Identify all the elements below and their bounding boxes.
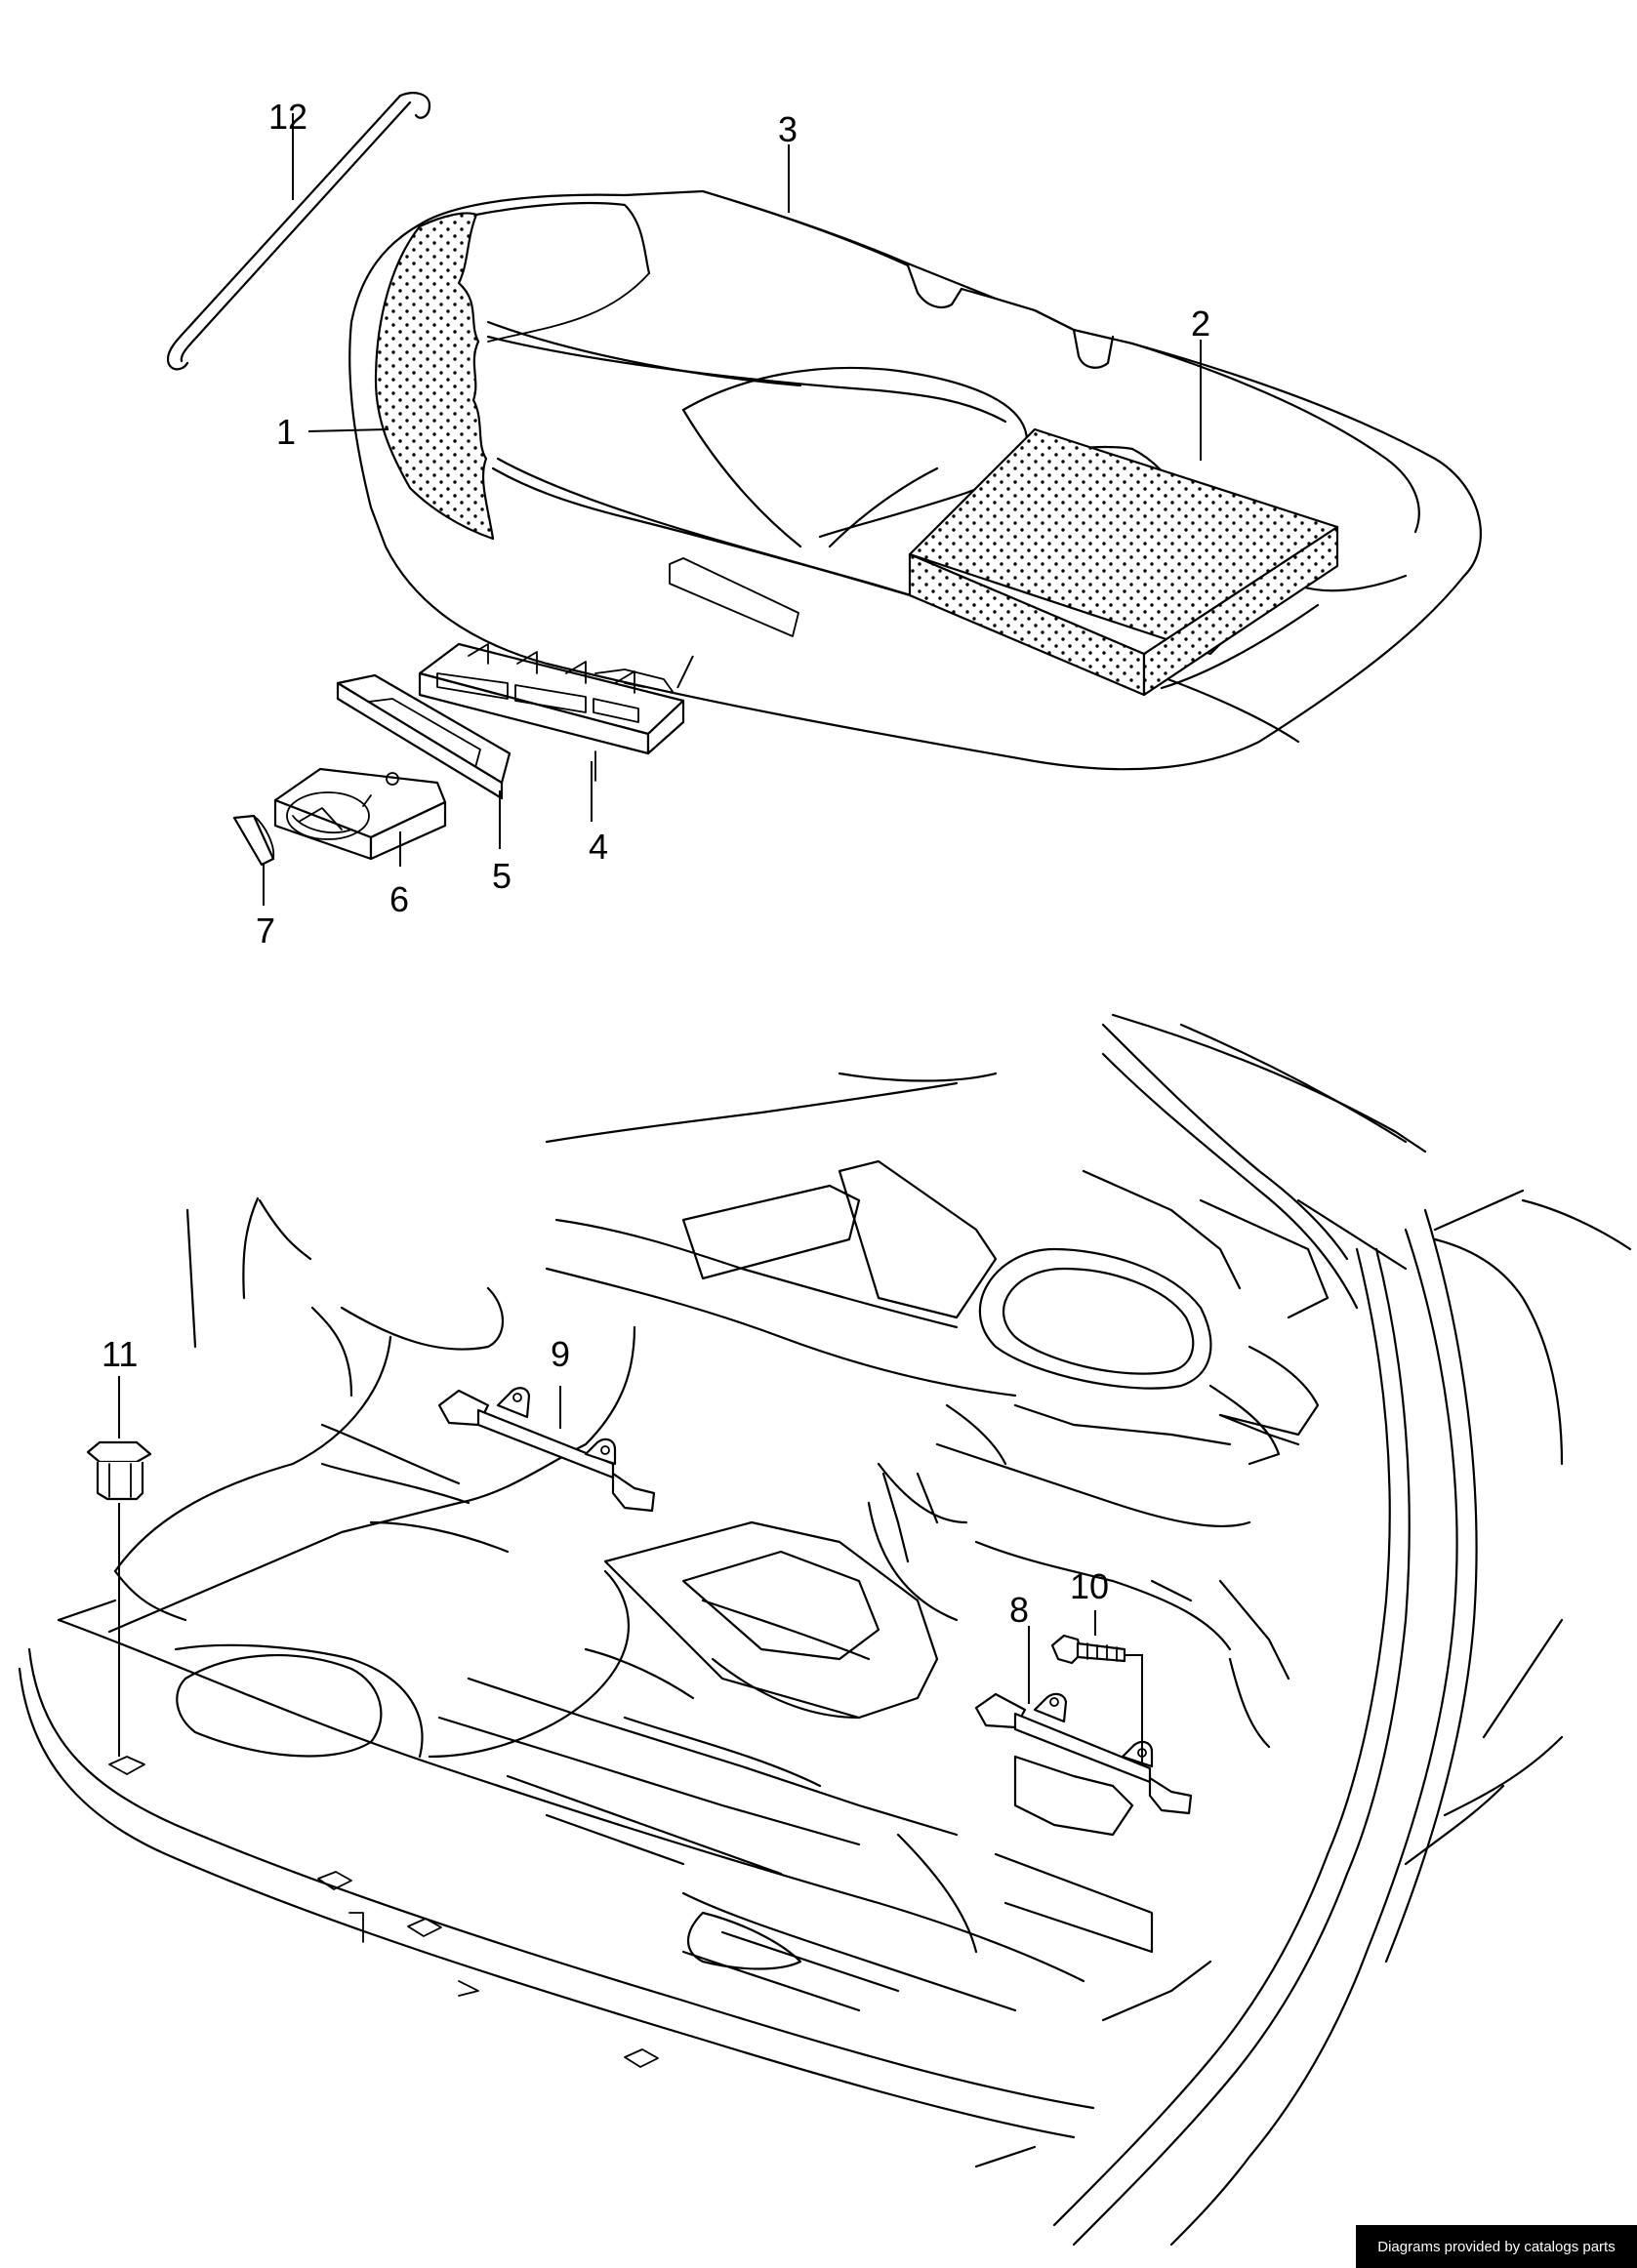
callout-8: 8 [1009, 1590, 1029, 1630]
callout-5: 5 [492, 856, 512, 896]
callout-4: 4 [589, 827, 608, 867]
callout-6: 6 [389, 879, 409, 919]
trim-frame [336, 673, 512, 800]
seat-foam-section [374, 212, 495, 541]
cupholder-slot [669, 557, 799, 637]
vehicle-floor [18, 1013, 1632, 2247]
latch-bracket-8 [974, 1692, 1193, 1815]
callout-11: 11 [102, 1334, 138, 1374]
callout-10: 10 [1070, 1566, 1109, 1606]
callout-labels: 12 3 2 1 4 5 6 7 11 9 10 8 [102, 97, 1210, 1630]
cupholder-insert [273, 767, 447, 861]
latch-bracket-9 [437, 1387, 656, 1513]
callout-7: 7 [256, 911, 275, 951]
clip [86, 1440, 152, 1501]
callout-3: 3 [778, 109, 798, 149]
callout-12: 12 [268, 97, 307, 137]
end-cap [232, 814, 275, 867]
credit-banner: Diagrams provided by catalogs parts [1356, 2225, 1637, 2268]
leader-lines-top [263, 113, 1202, 906]
foam-pad [908, 427, 1339, 697]
bolt [1050, 1634, 1126, 1665]
hook-rod [166, 92, 431, 371]
callout-2: 2 [1191, 304, 1210, 344]
callout-9: 9 [551, 1334, 570, 1374]
leader-lines-bottom [118, 1376, 1143, 1762]
cupholder-frame [418, 642, 685, 782]
callout-1: 1 [276, 412, 296, 452]
